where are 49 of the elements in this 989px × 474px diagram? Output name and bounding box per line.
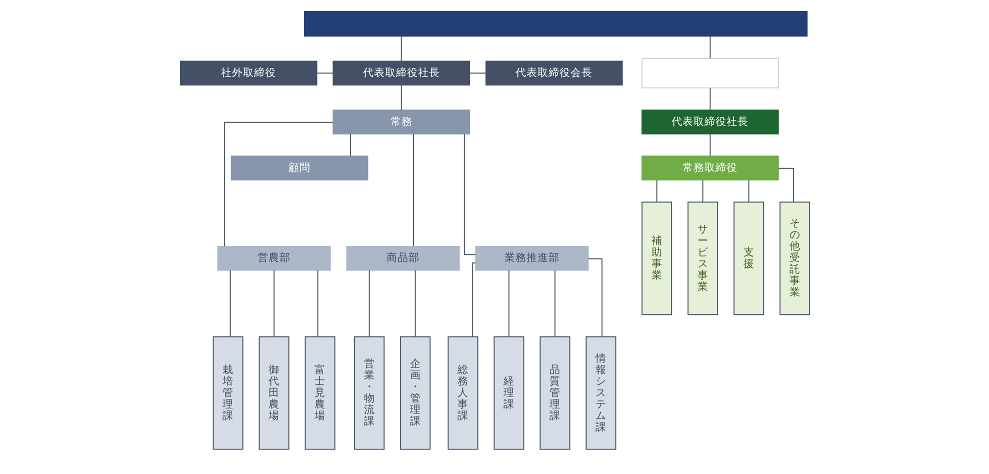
connector <box>224 122 333 247</box>
connector <box>414 270 416 337</box>
connector <box>554 270 555 337</box>
node-box: 御代田農場 <box>258 336 289 450</box>
node-box: 総務人事課 <box>447 336 478 450</box>
node-box: 支援 <box>733 202 764 316</box>
connector <box>316 72 333 74</box>
connector <box>412 134 414 247</box>
node-box: その他受託事業 <box>779 202 810 316</box>
connector <box>400 84 402 111</box>
node-box: 企画・管理課 <box>400 336 430 450</box>
connector <box>508 270 509 337</box>
node-box <box>303 11 808 37</box>
node-box: 顧問 <box>230 156 368 180</box>
node-box: 経理課 <box>493 336 524 450</box>
node-box: 業務推進部 <box>474 246 588 271</box>
connector <box>400 36 402 62</box>
node-box: 商品部 <box>346 246 460 271</box>
connector <box>468 72 486 74</box>
node-box: 代表取締役社長 <box>332 60 470 86</box>
node-box: 代表取締役会長 <box>484 60 622 86</box>
connector <box>273 270 274 337</box>
connector <box>748 180 749 203</box>
node-box: 品質管理課 <box>539 336 570 450</box>
node-box: 富士見農場 <box>304 336 335 450</box>
connector <box>709 36 710 59</box>
connector <box>709 134 710 156</box>
connector <box>349 134 350 156</box>
connector <box>778 168 794 202</box>
connector <box>587 258 602 337</box>
node-box: 補助事業 <box>641 202 672 316</box>
connector <box>463 134 476 256</box>
node-box: 常務 <box>332 110 470 134</box>
connector <box>656 180 657 203</box>
node-box: 情報システム課 <box>585 336 616 450</box>
connector <box>702 180 703 203</box>
node-box: 代表取締役社長 <box>641 110 778 134</box>
node-box: サービス事業 <box>687 202 718 316</box>
connector <box>368 270 370 337</box>
node-box: 常務取締役 <box>641 156 778 180</box>
node-box: 営業・物流課 <box>354 336 384 450</box>
connector <box>229 270 230 337</box>
node-box: 栽培管理課 <box>212 336 243 450</box>
connector <box>472 262 476 338</box>
connector <box>316 270 318 337</box>
node-box: 営農部 <box>216 246 330 271</box>
node-box: 社外取締役 <box>179 60 317 86</box>
connector <box>709 88 710 110</box>
node-box <box>641 58 778 88</box>
